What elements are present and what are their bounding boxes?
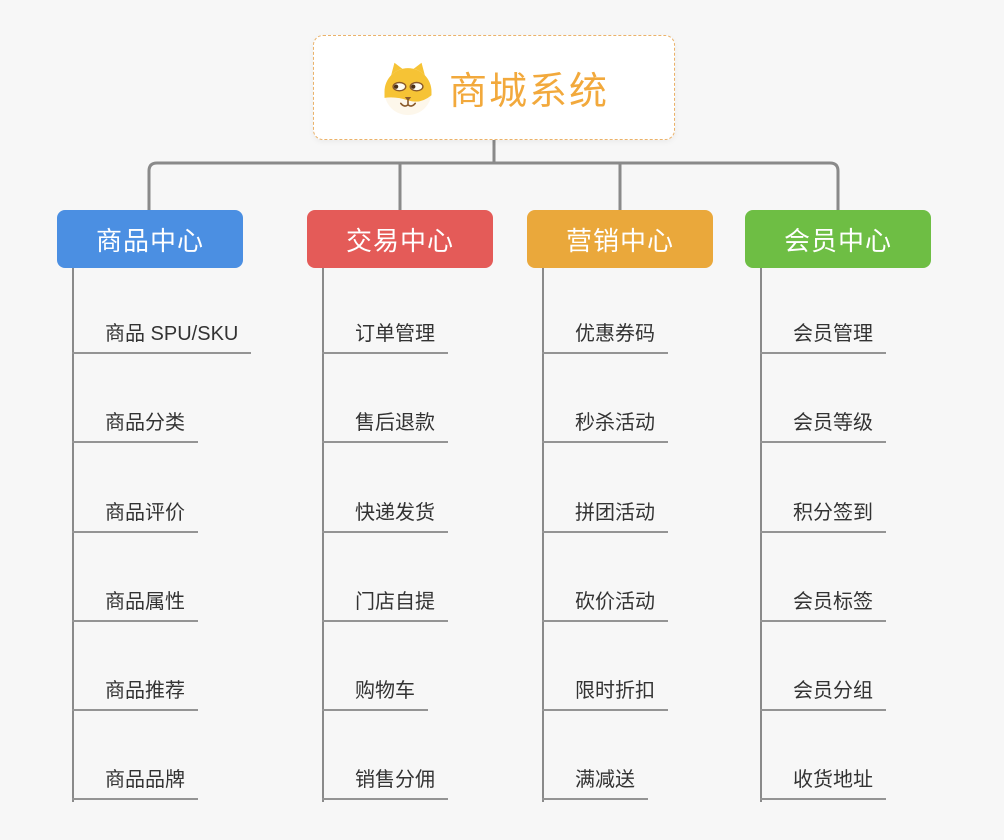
branch-trunk-line xyxy=(542,268,544,802)
leaf-node[interactable]: 秒杀活动 xyxy=(542,410,668,443)
leaf-node[interactable]: 商品分类 xyxy=(72,410,198,443)
leaf-node[interactable]: 限时折扣 xyxy=(542,678,668,711)
branch-column-product-center: 商品中心 商品 SPU/SKU 商品分类 商品评价 商品属性 商品推荐 商品品牌 xyxy=(57,210,317,820)
leaf-node[interactable]: 会员等级 xyxy=(760,410,886,443)
leaf-node[interactable]: 会员分组 xyxy=(760,678,886,711)
branch-trunk-line xyxy=(322,268,324,802)
branch-column-member-center: 会员中心 会员管理 会员等级 积分签到 会员标签 会员分组 收货地址 xyxy=(745,210,1004,820)
branch-node-marketing-center[interactable]: 营销中心 xyxy=(527,210,713,268)
leaf-node[interactable]: 会员标签 xyxy=(760,589,886,622)
root-branch-connectors xyxy=(147,140,840,210)
leaf-node[interactable]: 门店自提 xyxy=(322,589,448,622)
leaf-node[interactable]: 商品品牌 xyxy=(72,767,198,800)
leaf-node[interactable]: 积分签到 xyxy=(760,500,886,533)
leaf-node[interactable]: 商品推荐 xyxy=(72,678,198,711)
leaf-node[interactable]: 会员管理 xyxy=(760,321,886,354)
branch-node-product-center[interactable]: 商品中心 xyxy=(57,210,243,268)
leaf-node[interactable]: 收货地址 xyxy=(760,767,886,800)
branch-column-trade-center: 交易中心 订单管理 售后退款 快递发货 门店自提 购物车 销售分佣 xyxy=(307,210,567,820)
leaf-node[interactable]: 拼团活动 xyxy=(542,500,668,533)
branch-node-member-center[interactable]: 会员中心 xyxy=(745,210,931,268)
leaf-node[interactable]: 砍价活动 xyxy=(542,589,668,622)
branch-trunk-line xyxy=(760,268,762,802)
leaf-node[interactable]: 满减送 xyxy=(542,767,648,800)
leaf-node[interactable]: 销售分佣 xyxy=(322,767,448,800)
leaf-node[interactable]: 订单管理 xyxy=(322,321,448,354)
leaf-node[interactable]: 购物车 xyxy=(322,678,428,711)
branch-trunk-line xyxy=(72,268,74,802)
root-node[interactable]: 商城系统 xyxy=(313,35,675,140)
leaf-node[interactable]: 商品 SPU/SKU xyxy=(72,321,252,354)
branch-node-trade-center[interactable]: 交易中心 xyxy=(307,210,493,268)
leaf-node[interactable]: 商品属性 xyxy=(72,589,198,622)
branch-column-marketing-center: 营销中心 优惠券码 秒杀活动 拼团活动 砍价活动 限时折扣 满减送 xyxy=(527,210,787,820)
leaf-node[interactable]: 售后退款 xyxy=(322,410,448,443)
dog-face-icon xyxy=(384,62,432,115)
leaf-node[interactable]: 商品评价 xyxy=(72,500,198,533)
root-title: 商城系统 xyxy=(448,71,609,113)
leaf-node[interactable]: 优惠券码 xyxy=(542,321,668,354)
leaf-node[interactable]: 快递发货 xyxy=(322,500,448,533)
